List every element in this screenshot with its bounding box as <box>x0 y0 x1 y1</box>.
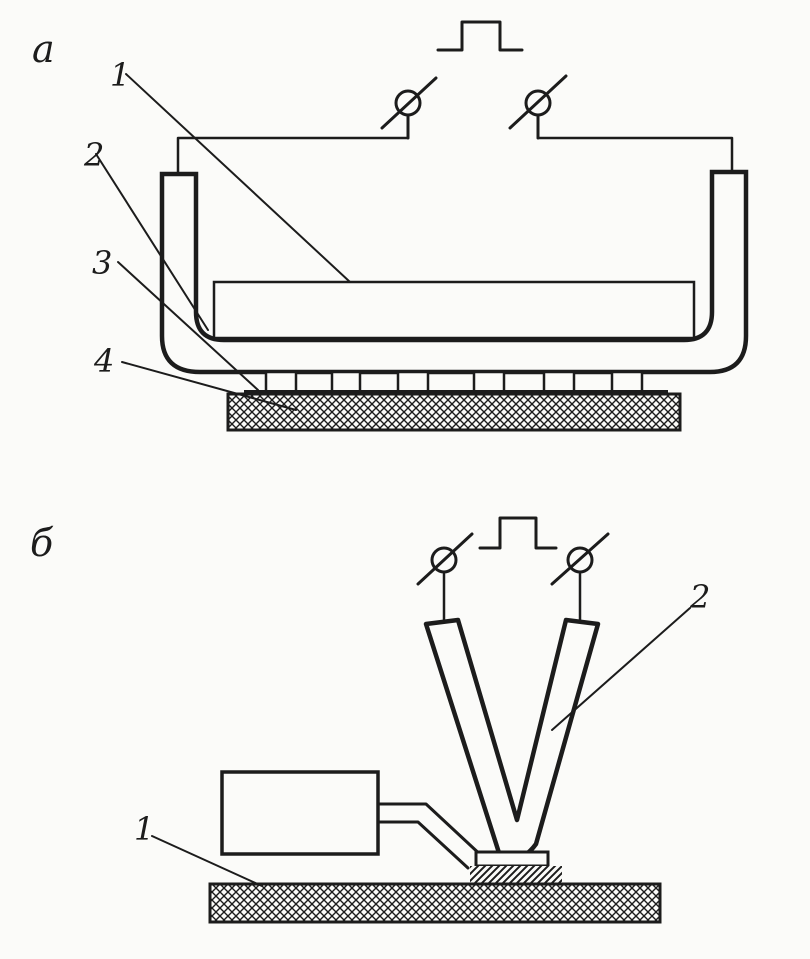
pulse-symbol-b <box>478 516 558 550</box>
leader-1-a <box>125 73 351 283</box>
wire-left-a <box>176 136 410 174</box>
control-unit-box <box>220 770 380 856</box>
substrate-a <box>226 392 682 432</box>
callout-2-b: 2 <box>689 578 710 616</box>
callout-1-b: 1 <box>134 810 154 848</box>
callout-1-a: 1 <box>110 56 130 94</box>
wire-right-a <box>536 136 734 174</box>
callout-2-a: 2 <box>83 136 104 174</box>
leader-1-b <box>151 835 263 887</box>
u-shaped-heater-outer <box>159 169 749 375</box>
panel-a: а <box>32 20 749 432</box>
callout-3-a: 3 <box>92 244 112 282</box>
adjustable-element-right-b <box>550 532 610 624</box>
workpiece-a <box>212 280 696 340</box>
panel-a-letter: а <box>32 27 55 71</box>
cable-lower-b <box>376 820 470 870</box>
adjustable-element-left-a <box>380 76 438 140</box>
adjustable-element-right-a <box>508 74 568 140</box>
leader-2-b <box>551 607 691 731</box>
panel-b: б 1 2 <box>30 516 710 924</box>
solder-zone-b <box>470 866 562 884</box>
callout-4-a: 4 <box>93 342 114 380</box>
v-shaped-heater <box>423 617 601 862</box>
substrate-b <box>208 882 662 924</box>
leader-2-a <box>95 153 209 331</box>
contact-pad-b <box>474 850 550 868</box>
pulse-symbol-a <box>436 20 524 52</box>
cable-upper-b <box>376 802 486 860</box>
leader-4-a <box>121 361 297 411</box>
lead-row-a <box>244 370 668 394</box>
adjustable-element-left-b <box>416 532 474 624</box>
panel-b-letter: б <box>30 521 54 565</box>
leader-3-a <box>117 261 259 391</box>
